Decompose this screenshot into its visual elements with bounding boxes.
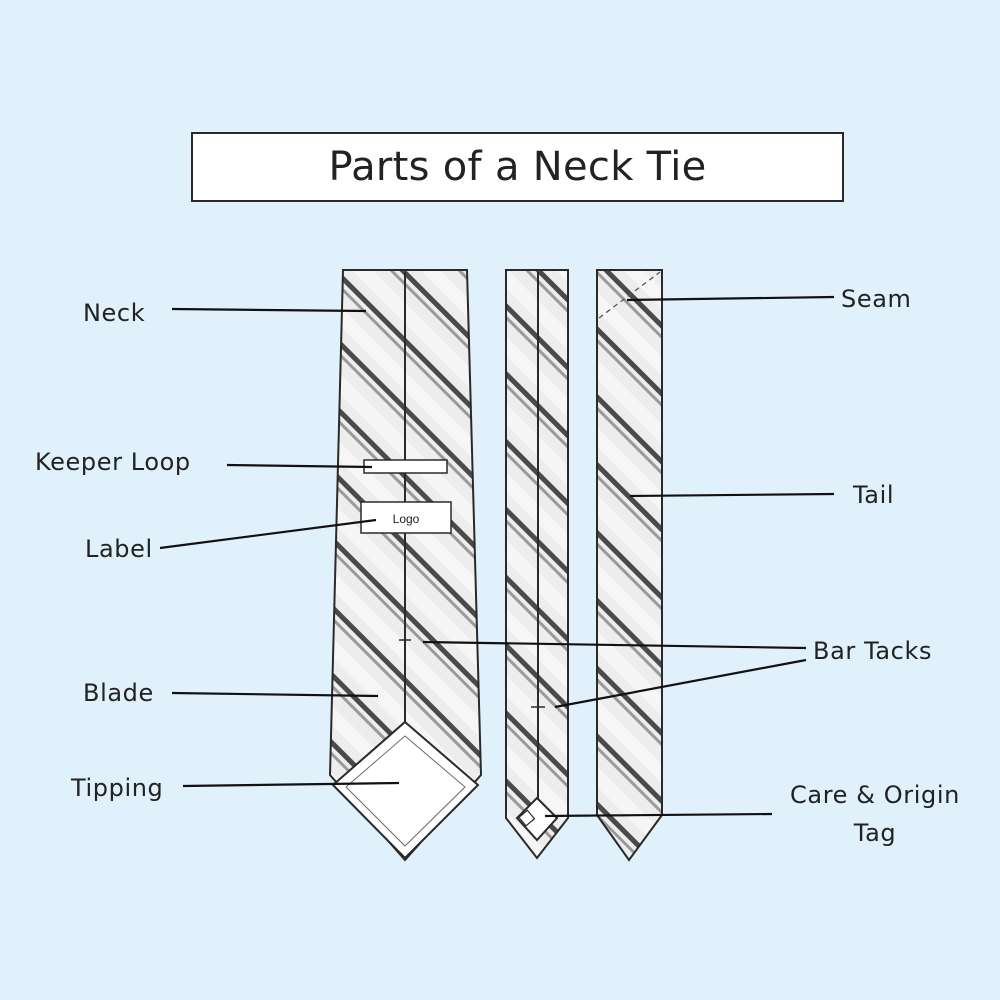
leader-bar-tack-inner — [554, 658, 807, 709]
leader-lines — [159, 295, 835, 818]
leader-tail — [629, 492, 835, 498]
label-neck: Neck — [83, 299, 146, 327]
logo-text: Logo — [393, 512, 420, 526]
back-tie-tail — [596, 269, 663, 862]
label-tail: Tail — [853, 481, 895, 509]
tipping-inner-line — [345, 735, 466, 847]
leader-label — [159, 518, 377, 550]
diagram-title: Parts of a Neck Tie — [191, 132, 844, 202]
label-care-origin-line2: Tag — [853, 819, 897, 847]
leader-care-origin — [544, 812, 773, 818]
logo-label-patch — [360, 501, 452, 534]
label-bar-tacks: Bar Tacks — [813, 637, 933, 665]
label-blade: Blade — [83, 679, 154, 707]
leader-tipping — [182, 781, 400, 788]
care-tag-tipping — [515, 796, 559, 842]
label-seam: Seam — [841, 285, 912, 313]
keeper-loop-strip — [363, 459, 448, 474]
leader-seam — [626, 295, 835, 302]
label-care-origin-line1: Care & Origin — [790, 781, 960, 809]
label-tipping: Tipping — [71, 774, 164, 802]
inner-tail-piece — [505, 269, 569, 860]
leader-bar-tack-front — [422, 640, 807, 650]
leader-blade — [171, 691, 379, 698]
seam-dashed-line — [598, 271, 661, 319]
care-origin-tag — [518, 809, 536, 827]
leader-keeper-loop — [226, 463, 373, 469]
label-keeper-loop: Keeper Loop — [35, 448, 191, 476]
front-tie-blade: Logo — [328, 269, 483, 862]
tipping-panel — [331, 720, 480, 860]
leader-neck — [171, 307, 367, 313]
label-label: Label — [85, 535, 153, 563]
